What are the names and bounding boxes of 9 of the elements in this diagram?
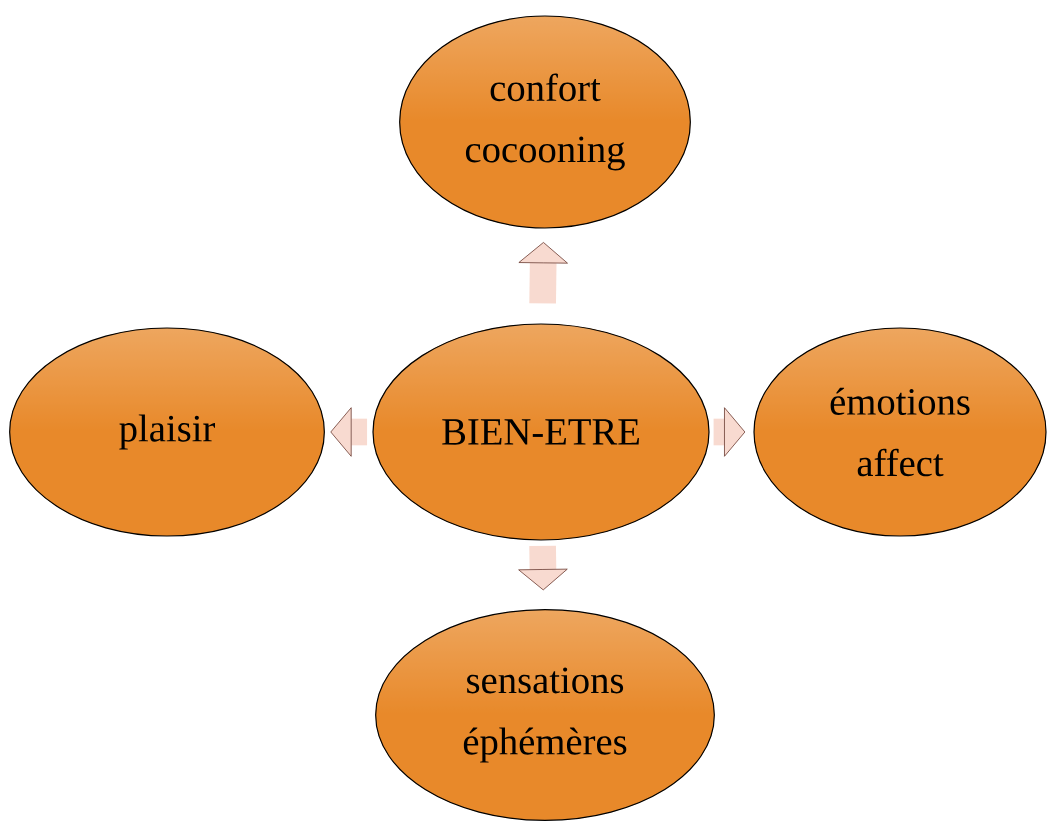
block-arrow — [518, 545, 568, 591]
ellipse-node: BIEN-ETRE — [372, 323, 710, 541]
block-arrow — [713, 407, 746, 457]
ellipse-node: émotions affect — [753, 327, 1047, 537]
ellipse-node: plaisir — [9, 327, 325, 537]
block-arrow — [518, 242, 568, 304]
ellipse-node: sensations éphémères — [375, 609, 715, 821]
block-arrow — [330, 407, 368, 457]
ellipse-node: confort cocooning — [399, 15, 691, 229]
